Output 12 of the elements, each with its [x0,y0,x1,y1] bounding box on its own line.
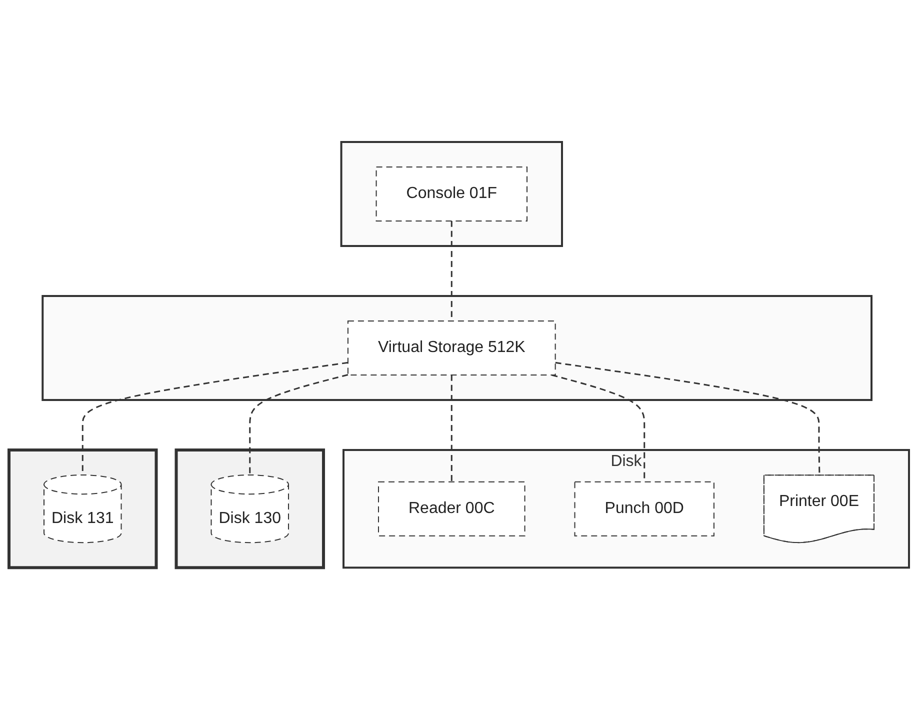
connector [82,362,348,475]
connector [555,362,820,476]
cluster [8,448,158,569]
cluster [340,140,563,247]
node-box: Console 01F [376,166,528,222]
connector [249,374,348,475]
connector [450,374,452,482]
cluster [42,294,872,401]
cluster [174,448,325,569]
node-box: Punch 00D [574,481,714,536]
node-box: Reader 00C [378,481,526,536]
node-box: Virtual Storage 512K [347,320,556,376]
